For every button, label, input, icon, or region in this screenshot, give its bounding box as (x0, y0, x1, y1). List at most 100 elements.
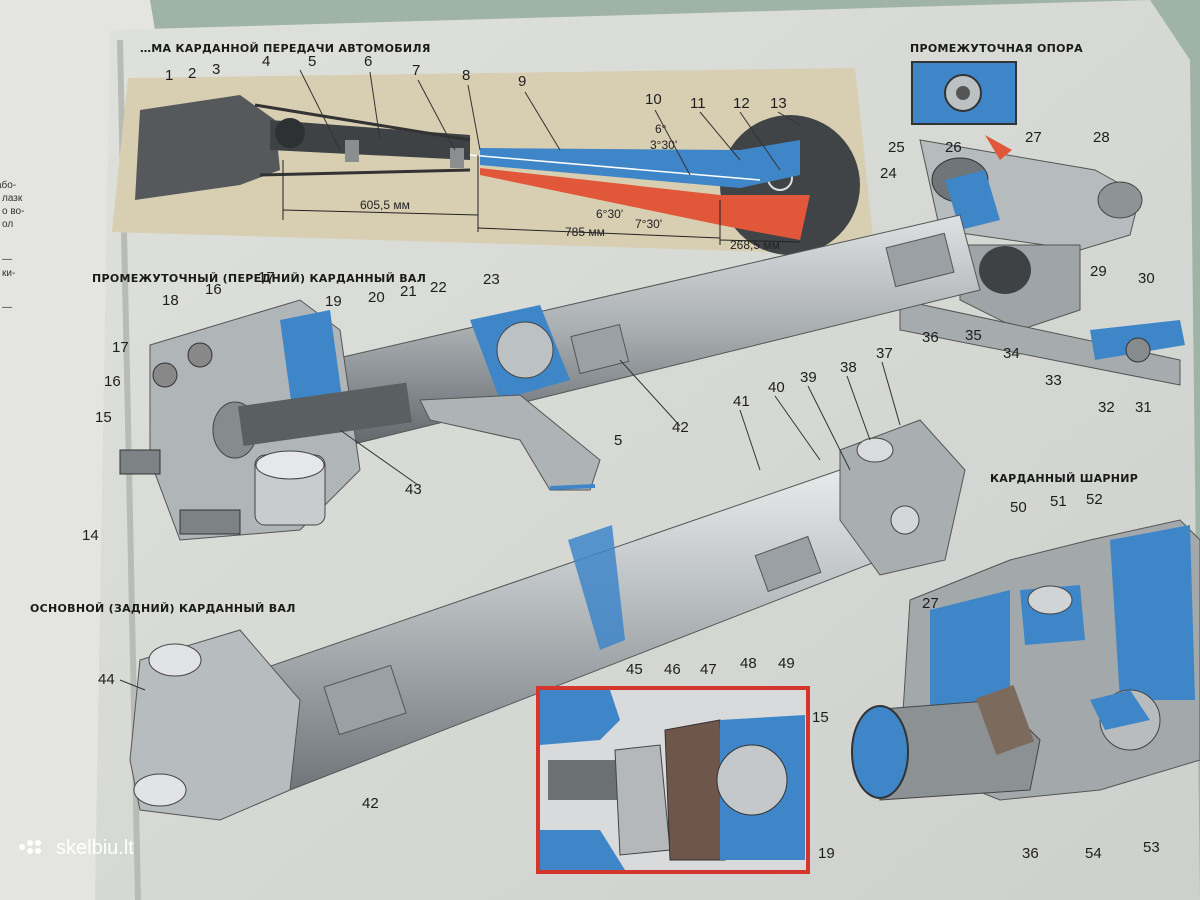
cushion-core (979, 246, 1031, 294)
axis-line (469, 154, 761, 181)
rear-shaft-title: ОСНОВНОЙ (ЗАДНИЙ) КАРДАННЫЙ ВАЛ (30, 602, 296, 615)
callout-42: 42 (672, 419, 689, 436)
scheme-title: …МА КАРДАННОЙ ПЕРЕДАЧИ АВТОМОБИЛЯ (140, 42, 431, 55)
joint-title: КАРДАННЫЙ ШАРНИР (990, 472, 1138, 485)
callout-50: 50 (1010, 499, 1027, 516)
callout-33: 33 (1045, 372, 1062, 389)
callout-8: 8 (462, 67, 470, 84)
callout-2: 2 (188, 65, 196, 82)
bracket-edge (549, 484, 596, 490)
callout-18: 18 (162, 292, 179, 309)
callout-24: 24 (880, 165, 897, 182)
balance-plate (885, 232, 955, 288)
universal-joint: КАРДАННЫЙ ШАРНИР (851, 472, 1200, 801)
callout-43: 43 (405, 481, 422, 498)
front-joint (275, 118, 305, 148)
callout-3: 3 (212, 61, 220, 78)
callout-23: 23 (483, 271, 500, 288)
needle-bearing (1027, 585, 1073, 615)
callout-41: 41 (733, 393, 750, 410)
shaft-end (851, 705, 909, 799)
trunnion-seal (1090, 690, 1150, 730)
shaft-position-lower (480, 168, 810, 240)
dimension-label: 268,5 мм (730, 238, 780, 252)
watermark: skelbiu.lt (19, 837, 134, 859)
yoke-eye-lower (133, 773, 187, 807)
angle-label: 6° (655, 122, 667, 136)
callout-53: 53 (1143, 839, 1160, 856)
callout-27: 27 (1025, 129, 1042, 146)
callout-29: 29 (1090, 263, 1107, 280)
callout-15: 15 (95, 409, 112, 426)
extension-lines (282, 155, 721, 245)
callout-15: 15 (812, 709, 829, 726)
callout-13: 13 (770, 95, 787, 112)
support-title: ПРОМЕЖУТОЧНАЯ ОПОРА (910, 42, 1083, 55)
callout-4: 4 (262, 53, 270, 70)
callout-7: 7 (412, 62, 420, 79)
bracket-5 (419, 394, 601, 491)
callout-16: 16 (205, 281, 222, 298)
left-page-text: або- лазк о во- ол — ки- — (0, 179, 24, 313)
balance-plate (323, 664, 407, 736)
callout-35: 35 (965, 327, 982, 344)
weld-ring (568, 525, 625, 650)
callout-52: 52 (1086, 491, 1103, 508)
angle-label: 7°30' (635, 217, 662, 231)
callout-46: 46 (664, 661, 681, 678)
arrow-indicator (985, 135, 1012, 160)
callout-19: 19 (325, 293, 342, 310)
callout-5: 5 (308, 53, 316, 70)
left-page-fragment: — (2, 302, 12, 313)
watermark-text: skelbiu.lt (56, 837, 134, 859)
front-shaft-title: ПРОМЕЖУТОЧНЫЙ (ПЕРЕДНИЙ) КАРДАННЫЙ ВАЛ (92, 272, 426, 285)
balance-plate (570, 323, 630, 375)
transmission-scheme: 605,5 мм 785 мм 268,5 мм 6° 3°30' 6°30' … (112, 42, 875, 255)
callout-54: 54 (1085, 845, 1102, 862)
angle-label: 6°30' (596, 207, 623, 221)
callout-5: 5 (614, 432, 622, 449)
callout-1: 1 (165, 67, 173, 84)
callout-36: 36 (1022, 845, 1039, 862)
callouts: 1 2 3 4 5 6 7 8 9 10 11 12 13 14 15 16 1… (82, 53, 1160, 862)
callout-19: 19 (818, 845, 835, 862)
left-page-fragment: о во- (2, 206, 24, 217)
callout-10: 10 (645, 91, 662, 108)
front-shaft: ПРОМЕЖУТОЧНЫЙ (ПЕРЕДНИЙ) КАРДАННЫЙ ВАЛ (92, 214, 981, 541)
callout-9: 9 (518, 73, 526, 90)
detail-inset (536, 686, 810, 874)
left-page-fragment: або- (0, 179, 16, 191)
callout-37: 37 (876, 345, 893, 362)
left-page-fragment: ки- (2, 268, 15, 279)
dimension-label: 785 мм (565, 225, 605, 239)
callout-11: 11 (690, 95, 706, 112)
snap-ring (890, 505, 920, 535)
inset-cutaway-bottom (540, 830, 625, 870)
ball-joint (496, 321, 554, 379)
callout-45: 45 (626, 661, 643, 678)
callout-36: 36 (922, 329, 939, 346)
inset-ball (716, 744, 788, 816)
callout-17: 17 (258, 269, 275, 286)
callout-42: 42 (362, 795, 379, 812)
inset-nut (614, 744, 671, 856)
callout-44: 44 (98, 671, 115, 688)
joint-cutaway-right (1110, 525, 1195, 700)
splined-shaft (237, 382, 412, 446)
callout-30: 30 (1138, 270, 1155, 287)
callout-39: 39 (800, 369, 817, 386)
callout-38: 38 (840, 359, 857, 376)
callout-32: 32 (1098, 399, 1115, 416)
flange-eye (1097, 181, 1143, 219)
dimension-line (282, 209, 479, 216)
inset-spline (548, 760, 618, 800)
callout-40: 40 (768, 379, 785, 396)
callout-47: 47 (700, 661, 717, 678)
flange-bore (856, 437, 894, 463)
callout-14: 14 (82, 527, 99, 544)
callout-51: 51 (1050, 493, 1067, 510)
leader-lines (119, 69, 901, 691)
callout-25: 25 (888, 139, 905, 156)
